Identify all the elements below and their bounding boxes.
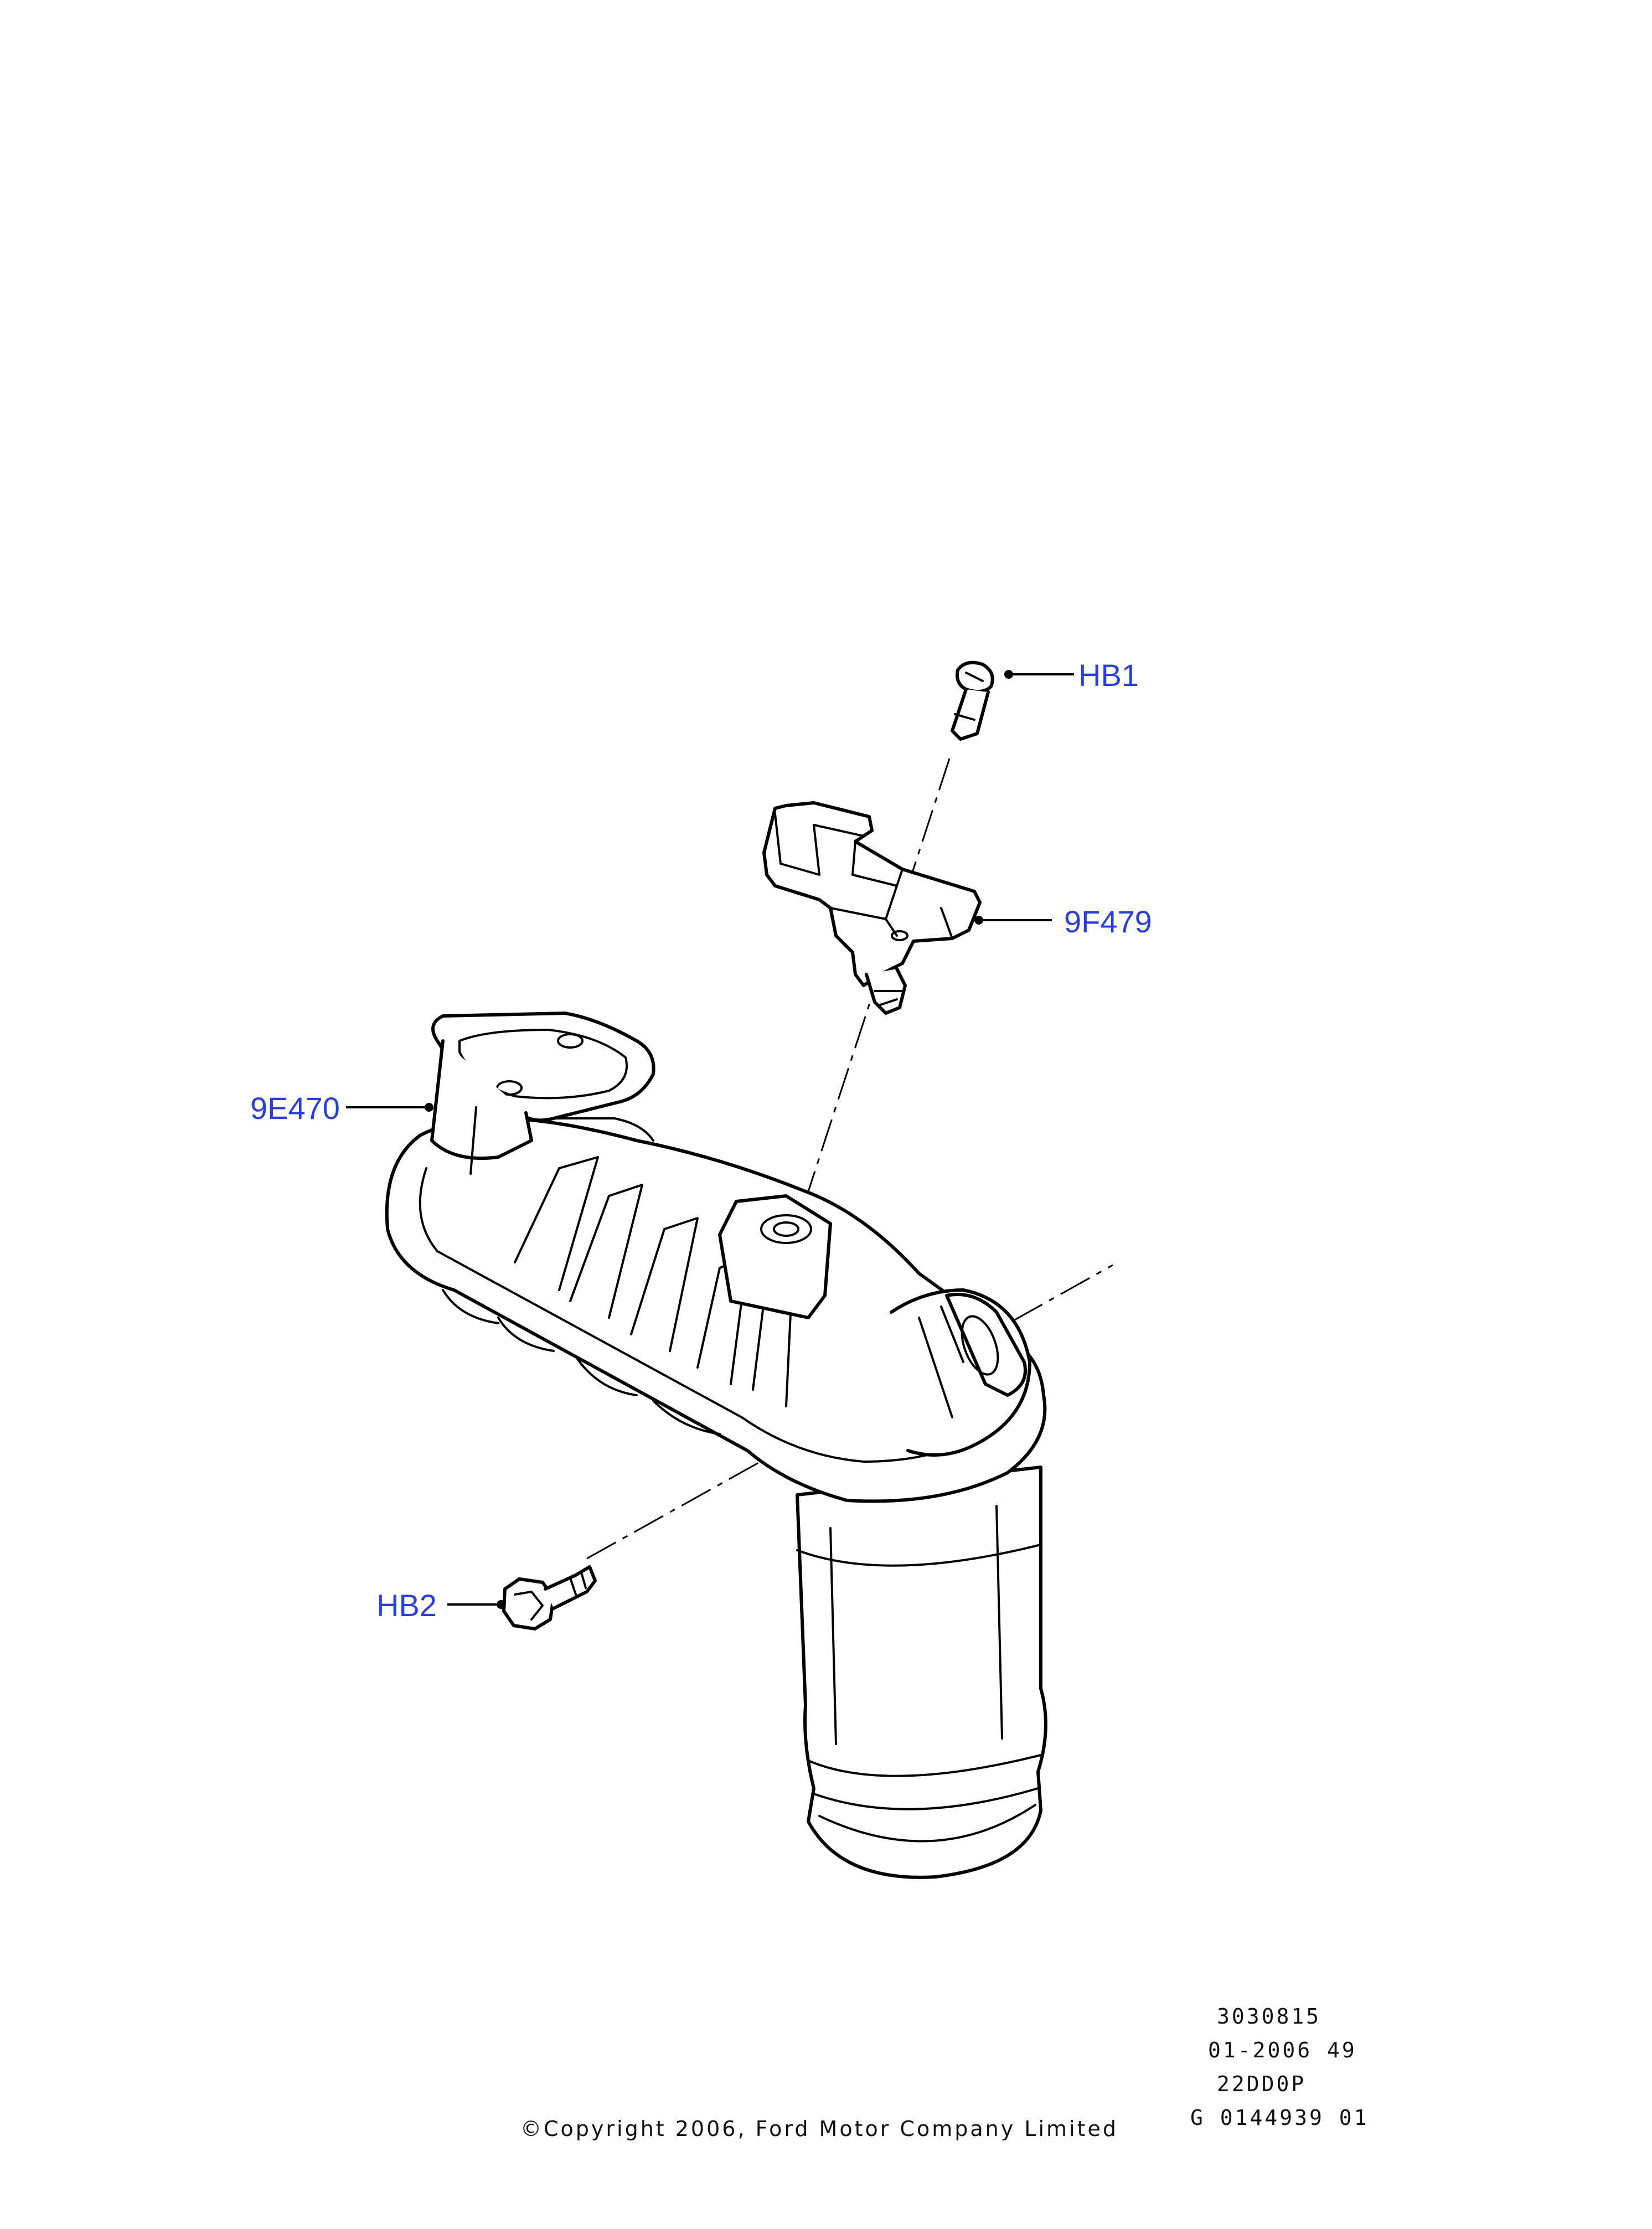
leader-9f479 <box>974 916 1052 925</box>
callout-hb1[interactable]: HB1 <box>1078 658 1139 693</box>
leader-9e470 <box>346 1103 433 1112</box>
reference-line-1: 3030815 <box>1217 2004 1321 2029</box>
callout-9f479[interactable]: 9F479 <box>1064 904 1152 939</box>
reference-line-2: 01-2006 49 <box>1208 2038 1357 2062</box>
reference-line-4: G 0144939 01 <box>1190 2106 1369 2130</box>
callout-9e470[interactable]: 9E470 <box>250 1091 340 1126</box>
callout-hb2[interactable]: HB2 <box>376 1588 437 1623</box>
sensor-9f479[interactable] <box>762 801 982 1015</box>
leader-hb1 <box>1004 670 1074 679</box>
leader-hb2 <box>447 1600 505 1609</box>
copyright-notice: ©Copyright 2006, Ford Motor Company Limi… <box>520 2117 1118 2141</box>
screw-hb1[interactable] <box>951 661 994 741</box>
screw-hb1-centerline <box>782 758 951 1268</box>
bolt-hb2[interactable] <box>502 1565 597 1631</box>
air-intake-tube-9e470[interactable] <box>385 1012 1047 1879</box>
reference-line-3: 22DD0P <box>1217 2072 1307 2096</box>
